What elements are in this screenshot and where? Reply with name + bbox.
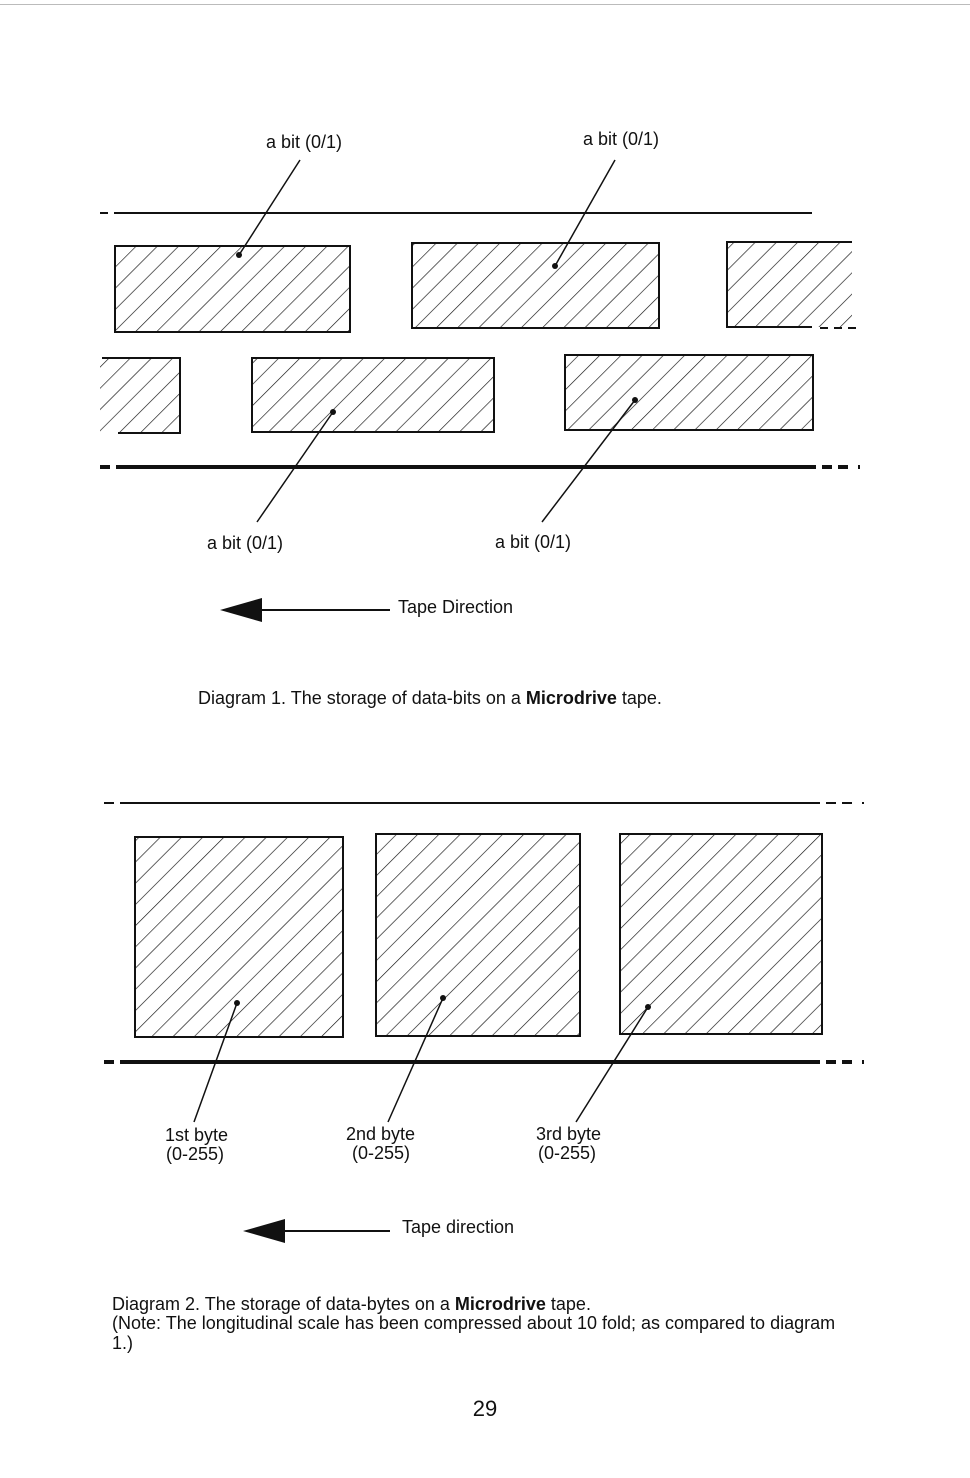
bit-cell-partial [727,242,852,327]
tape-direction-arrow [220,598,390,622]
diagram-2-note: (Note: The longitudinal scale has been c… [112,1313,836,1333]
byte-label: 3rd byte [536,1124,601,1144]
arrow-left-icon [220,598,262,622]
byte-cell [619,833,823,1035]
bit-cell-partial [100,358,180,433]
bit-label: a bit (0/1) [266,132,342,152]
direction-label: Tape Direction [398,597,513,617]
bit-label: a bit (0/1) [207,533,283,553]
diagram-1-caption: Diagram 1. The storage of data-bits on a… [198,688,662,708]
byte-range: (0-255) [166,1144,224,1164]
byte-range: (0-255) [538,1143,596,1163]
bit-label: a bit (0/1) [495,532,571,552]
bit-cell [564,354,814,431]
leader-line [238,159,301,256]
leader-line [387,997,444,1123]
diagram-2-note-continued: 1.) [112,1333,134,1353]
page-number: 29 [472,1396,498,1421]
byte-cell [375,833,581,1037]
arrow-left-icon [243,1219,285,1243]
bit-cell-partial-outline [102,357,181,434]
leader-line [575,1006,649,1123]
bit-cell-partial-outline [726,241,852,328]
bit-cell [251,357,495,433]
tape-direction-arrow [243,1219,390,1243]
bit-label: a bit (0/1) [583,129,659,149]
byte-label: 2nd byte [346,1124,415,1144]
leader-line [554,159,616,267]
leader-line [193,1002,238,1123]
bit-cell [114,245,351,333]
byte-cell [134,836,344,1038]
page-top-rule [0,4,970,5]
diagram-1: a bit (0/1) a bit (0/1) a bit (0/1) a bi… [100,129,860,622]
byte-range: (0-255) [352,1143,410,1163]
direction-label: Tape direction [402,1217,514,1237]
leader-line [256,411,334,523]
diagram-2-caption: Diagram 2. The storage of data-bytes on … [112,1294,591,1314]
byte-label: 1st byte [165,1125,228,1145]
leader-line [541,399,636,523]
diagram-2: 1st byte (0-255) 2nd byte (0-255) 3rd by… [104,802,864,1243]
bit-cell [411,242,660,329]
